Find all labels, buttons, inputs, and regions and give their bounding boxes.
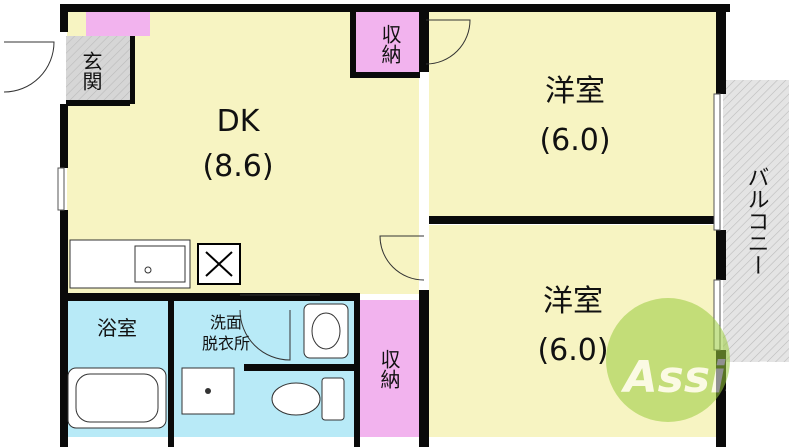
- western-room-1-size: (6.0): [539, 123, 610, 158]
- bathroom-label: 浴室: [97, 316, 137, 340]
- western-room-2-size: (6.0): [537, 333, 608, 368]
- doors: [3, 19, 471, 361]
- western-room-2-label: 洋室: [543, 284, 603, 319]
- dk-size: (8.6): [202, 149, 273, 184]
- dk-label: DK: [217, 104, 261, 139]
- kitchen-counter: [69, 239, 191, 289]
- entrance-hatch: [66, 36, 130, 104]
- storage-1-floor: [351, 12, 419, 76]
- washbasin: [303, 303, 349, 359]
- watermark-text: Assist: [621, 352, 775, 403]
- toilet: [271, 377, 345, 421]
- stove-icon: [197, 243, 241, 285]
- storage-2-floor: [359, 300, 420, 437]
- pink-strip: [86, 12, 150, 36]
- washing-machine: [181, 367, 235, 415]
- storage-1-label: 収納: [378, 24, 402, 64]
- assist-logo: Assist: [606, 298, 774, 422]
- washroom-label-line1: 洗面: [210, 313, 242, 332]
- balcony-hatch: [723, 80, 789, 362]
- storage-2-label: 収納: [377, 349, 401, 389]
- balcony-label: バルコニー: [744, 166, 769, 276]
- western-room-1-floor: [429, 12, 716, 217]
- entrance-label: 玄関: [79, 51, 103, 91]
- washroom-label-line2: 脱衣所: [202, 334, 250, 353]
- western-room-1-label: 洋室: [545, 74, 605, 109]
- walls: [60, 4, 730, 447]
- bathtub-inner: [75, 373, 159, 423]
